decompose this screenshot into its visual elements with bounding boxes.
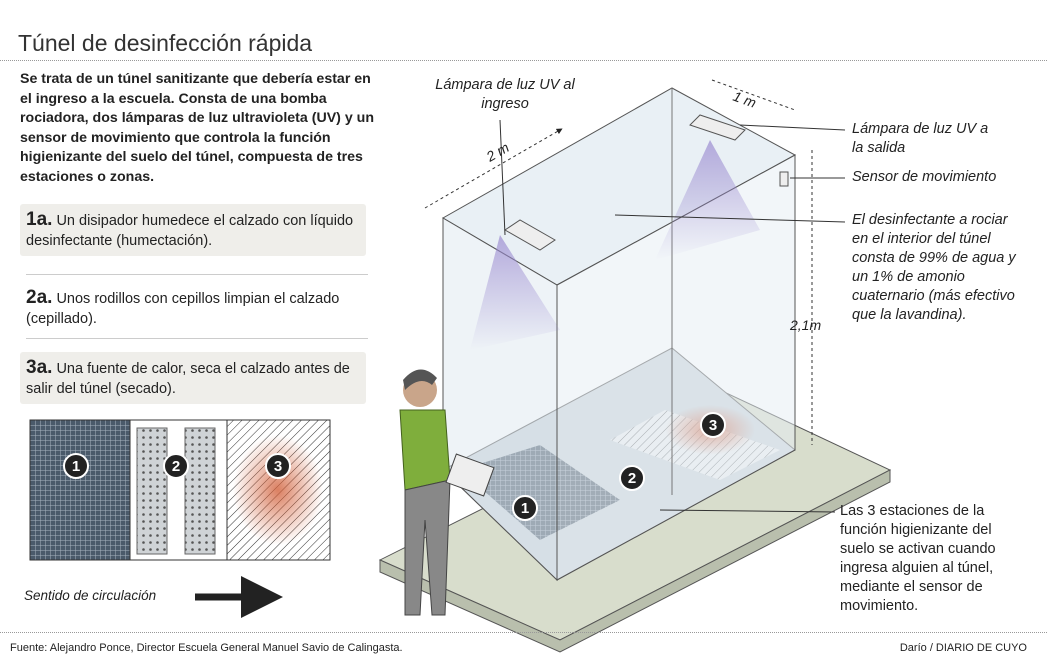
step-text: Unos rodillos con cepillos limpian el ca… [26,291,340,327]
intro-text: Se trata de un túnel sanitizante que deb… [20,71,374,185]
step-1: 1a. Un disipador humedece el calzado con… [20,204,366,256]
divider [0,632,1047,633]
step-3: 3a. Una fuente de calor, seca el calzado… [20,352,366,404]
step-number: 3a. [26,357,53,378]
station-number: 1 [521,500,529,517]
station-marker [63,453,89,479]
step-2: 2a. Unos rodillos con cepillos limpian e… [20,282,366,334]
width-dimension: 1 m [731,88,759,111]
station-number: 1 [72,458,80,475]
label-uv-exit: Lámpara de luz UV a la salida [852,121,989,156]
station-number: 2 [172,458,180,475]
length-dimension: 2 m [483,139,512,165]
divider [26,338,368,339]
divider [26,274,368,275]
station-marker [700,412,726,438]
person [399,369,495,616]
circulation-label: Sentido de circulación [24,588,157,603]
station-number: 3 [709,417,717,434]
label-sensor: Sensor de movimiento [852,169,997,185]
author-credit: Darío / DIARIO DE CUYO [899,642,1027,654]
floor-diagram [29,419,331,618]
label-disinfectant: El desinfectante a rociar en el interior… [852,212,1016,323]
station-marker [512,495,538,521]
step-text: Una fuente de calor, seca el calzado ant… [26,361,350,397]
height-dimension: 2,1m [789,317,821,333]
source-credit: Fuente: Alejandro Ponce, Director Escuel… [10,642,403,654]
station-marker [265,453,291,479]
station-markers [63,412,726,521]
divider [0,60,1047,61]
label-uv-entry: Lámpara de luz UV al ingreso [435,77,575,112]
station-marker [163,453,189,479]
uv-lamp-entry [504,219,556,251]
uv-lamp-exit [689,114,746,141]
station-number: 3 [274,458,282,475]
label-stations-note: Las 3 estaciones de la función higieniza… [840,503,996,614]
station-number: 2 [628,470,636,487]
page-title: Túnel de desinfección rápida [18,30,313,56]
motion-sensor [779,171,789,187]
station-marker [619,465,645,491]
step-number: 2a. [26,287,53,308]
step-number: 1a. [26,209,53,230]
step-text: Un disipador humedece el calzado con líq… [26,213,354,249]
